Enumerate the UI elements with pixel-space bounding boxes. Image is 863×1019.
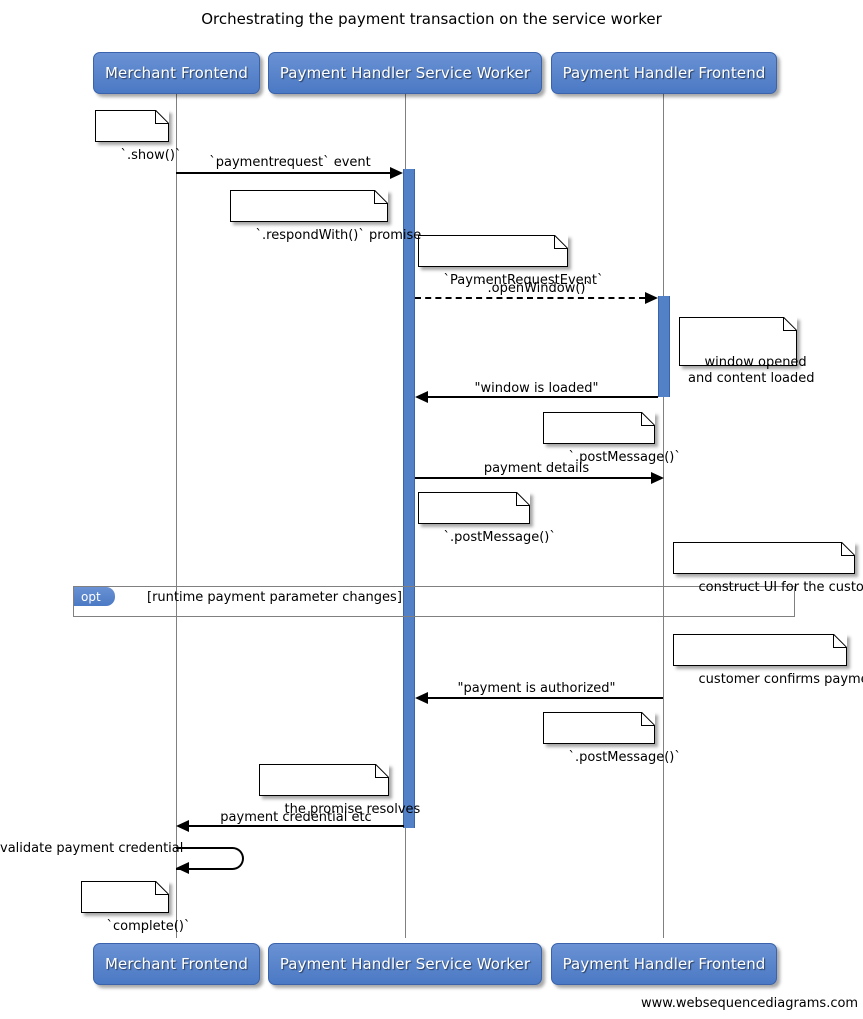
note-fold-icon [641, 411, 655, 426]
participant-label: Merchant Frontend [104, 955, 248, 973]
participant-payment-handler-frontend-top[interactable]: Payment Handler Frontend [551, 52, 777, 94]
message-label-payment-credential-etc: payment credential etc [220, 810, 372, 825]
participant-service-worker-top[interactable]: Payment Handler Service Worker [268, 52, 542, 94]
message-arrowhead-paymentrequest-event [390, 167, 403, 179]
message-arrowhead-payment-credential-etc [176, 820, 189, 832]
message-line-payment-is-authorized [428, 697, 663, 699]
message-label-payment-is-authorized: "payment is authorized" [457, 681, 616, 696]
note-fold-icon [841, 541, 855, 556]
note-fold-icon [554, 234, 568, 249]
note-respondwith-promise: `.respondWith()` promise [230, 189, 421, 243]
participant-label: Merchant Frontend [104, 64, 248, 82]
note-fold-icon [516, 491, 530, 506]
note-window-opened: window opened and content loaded [679, 316, 815, 386]
note-postmessage-authorize: `.postMessage()` [543, 711, 681, 765]
message-line-window-is-loaded [428, 396, 658, 398]
note-fold-icon [155, 880, 169, 895]
participant-merchant-frontend-top[interactable]: Merchant Frontend [93, 52, 260, 94]
note-fold-icon [783, 316, 797, 331]
participant-label: Payment Handler Frontend [562, 64, 766, 82]
participant-payment-handler-frontend-bottom[interactable]: Payment Handler Frontend [551, 943, 777, 985]
note-complete: `complete()` [81, 880, 190, 934]
note-the-promise-resolves: the promise resolves [259, 763, 420, 817]
fragment-opt: opt [73, 586, 795, 617]
note-fold-icon [641, 711, 655, 726]
note-payment-request-event: `PaymentRequestEvent` [418, 234, 604, 288]
participant-label: Payment Handler Frontend [562, 955, 766, 973]
message-line-paymentrequest-event [176, 172, 391, 174]
note-fold-icon [374, 189, 388, 204]
message-self-loop-validate [176, 847, 244, 870]
page-title: Orchestrating the payment transaction on… [201, 10, 662, 28]
note-postmessage-sw-handler: `.postMessage()` [418, 491, 556, 545]
message-line-payment-credential-etc [189, 825, 404, 827]
activation-bar-payment-handler-frontend [658, 296, 670, 397]
message-arrowhead-payment-details [651, 472, 664, 484]
participant-label: Payment Handler Service Worker [279, 64, 531, 82]
message-label-validate-payment-credential: validate payment credential [0, 841, 184, 856]
note-construct-ui: construct UI for the customer [673, 541, 863, 595]
fragment-opt-tab: opt [74, 587, 115, 606]
message-arrowhead-payment-is-authorized [415, 692, 428, 704]
note-fold-icon [833, 633, 847, 648]
fragment-opt-condition: [runtime payment parameter changes] [147, 590, 402, 605]
note-customer-confirms-payment: customer confirms payment [673, 633, 863, 687]
note-show: `.show()` [95, 109, 181, 163]
message-arrowhead-openwindow [645, 292, 658, 304]
note-postmessage-sw-send: `.postMessage()` [543, 411, 681, 465]
message-label-window-is-loaded: "window is loaded" [474, 381, 599, 396]
participant-label: Payment Handler Service Worker [279, 955, 531, 973]
lifeline-merchant [176, 94, 177, 938]
message-arrowhead-window-is-loaded [415, 391, 428, 403]
message-label-paymentrequest-event: `paymentrequest` event [209, 155, 371, 170]
message-line-payment-details [415, 477, 652, 479]
message-arrowhead-validate [176, 862, 189, 874]
participant-merchant-frontend-bottom[interactable]: Merchant Frontend [93, 943, 260, 985]
note-fold-icon [155, 109, 169, 124]
message-line-openwindow [415, 297, 645, 299]
participant-service-worker-bottom[interactable]: Payment Handler Service Worker [268, 943, 542, 985]
lifeline-payment-handler-frontend [663, 94, 664, 938]
activation-bar-service-worker [403, 169, 415, 828]
message-label-openwindow: `.openWindow()` [481, 281, 592, 296]
message-label-payment-details: payment details [483, 461, 590, 476]
note-fold-icon [375, 763, 389, 778]
fragment-opt-kind: opt [81, 589, 101, 604]
footer-credit: www.websequencediagrams.com [641, 996, 859, 1011]
